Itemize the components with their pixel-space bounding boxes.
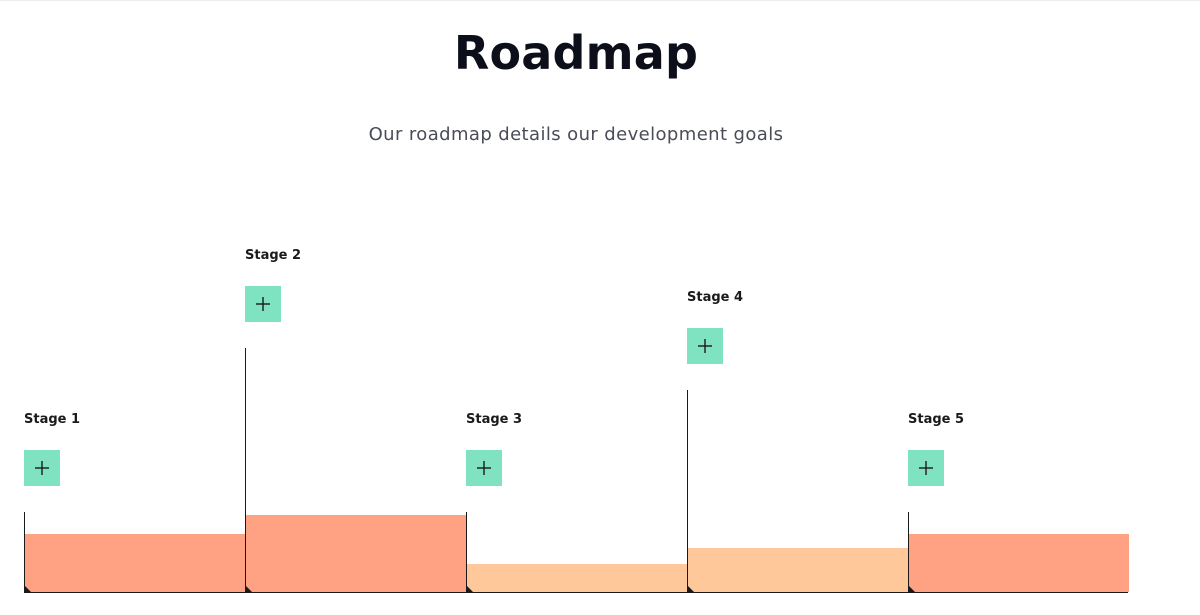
stage-3-bar	[466, 564, 687, 592]
stage-1-expand-button[interactable]	[24, 450, 60, 486]
stage-3-label: Stage 3	[466, 412, 523, 427]
stage-2-bar	[245, 515, 466, 592]
stage-5-corner-marker	[908, 585, 915, 592]
stage-2-expand-button[interactable]	[245, 286, 281, 322]
stage-4-label: Stage 4	[687, 290, 744, 305]
stage-4-corner-marker	[687, 585, 694, 592]
stage-5-bar	[908, 534, 1129, 592]
plus-icon	[35, 461, 49, 475]
stage-4-expand-button[interactable]	[687, 328, 723, 364]
plus-icon	[256, 297, 270, 311]
stage-1-corner-marker	[24, 585, 31, 592]
stage-4-marker-line	[687, 390, 688, 592]
stage-5-label: Stage 5	[908, 412, 965, 427]
stage-1-marker-line	[24, 512, 25, 592]
stage-1-bar	[24, 534, 245, 592]
stage-5-expand-button[interactable]	[908, 450, 944, 486]
stage-4-bar	[687, 548, 908, 592]
plus-icon	[477, 461, 491, 475]
stage-3-corner-marker	[466, 585, 473, 592]
top-divider	[0, 0, 1200, 1]
stage-2-marker-line	[245, 348, 246, 592]
timeline-baseline	[24, 591, 1128, 593]
plus-icon	[698, 339, 712, 353]
page-title: Roadmap	[453, 26, 699, 80]
stage-5-marker-line	[908, 512, 909, 592]
stage-3-marker-line	[466, 512, 467, 592]
stage-2-label: Stage 2	[245, 248, 302, 263]
page-subtitle: Our roadmap details our development goal…	[368, 124, 784, 145]
stage-2-corner-marker	[245, 585, 252, 592]
plus-icon	[919, 461, 933, 475]
stage-1-label: Stage 1	[24, 412, 81, 427]
stage-3-expand-button[interactable]	[466, 450, 502, 486]
